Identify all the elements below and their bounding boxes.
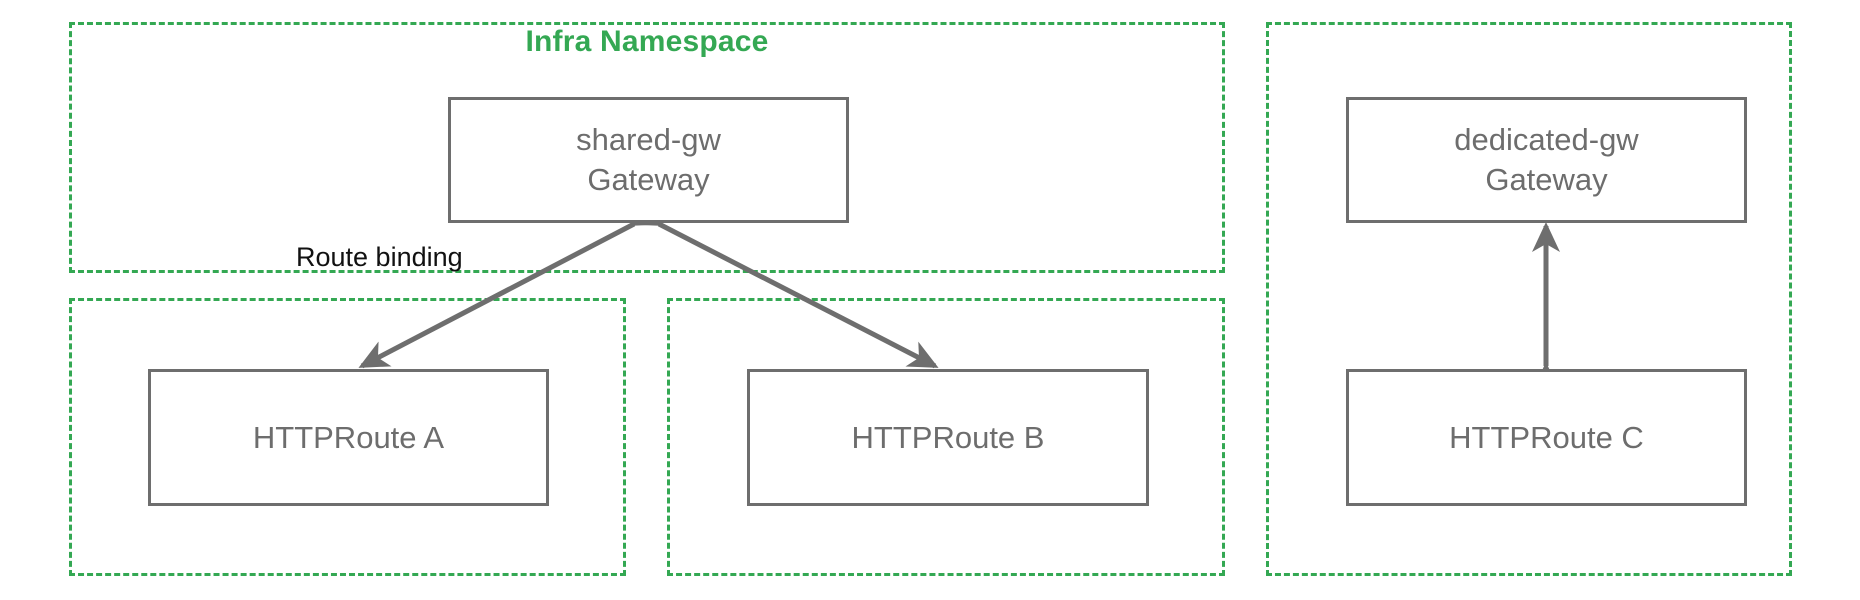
namespace-box-c xyxy=(1266,22,1792,576)
node-dedicated-gw-gateway[interactable]: dedicated-gw Gateway xyxy=(1346,97,1747,223)
namespace-box-a xyxy=(69,298,626,576)
node-httproute-a[interactable]: HTTPRoute A xyxy=(148,369,549,506)
namespace-label-infra: Infra Namespace xyxy=(525,25,769,58)
namespace-box-b xyxy=(667,298,1225,576)
edge-label-route-binding: Route binding xyxy=(296,242,463,272)
node-httproute-b[interactable]: HTTPRoute B xyxy=(747,369,1149,506)
node-httproute-c[interactable]: HTTPRoute C xyxy=(1346,369,1747,506)
node-shared-gw-gateway[interactable]: shared-gw Gateway xyxy=(448,97,849,223)
